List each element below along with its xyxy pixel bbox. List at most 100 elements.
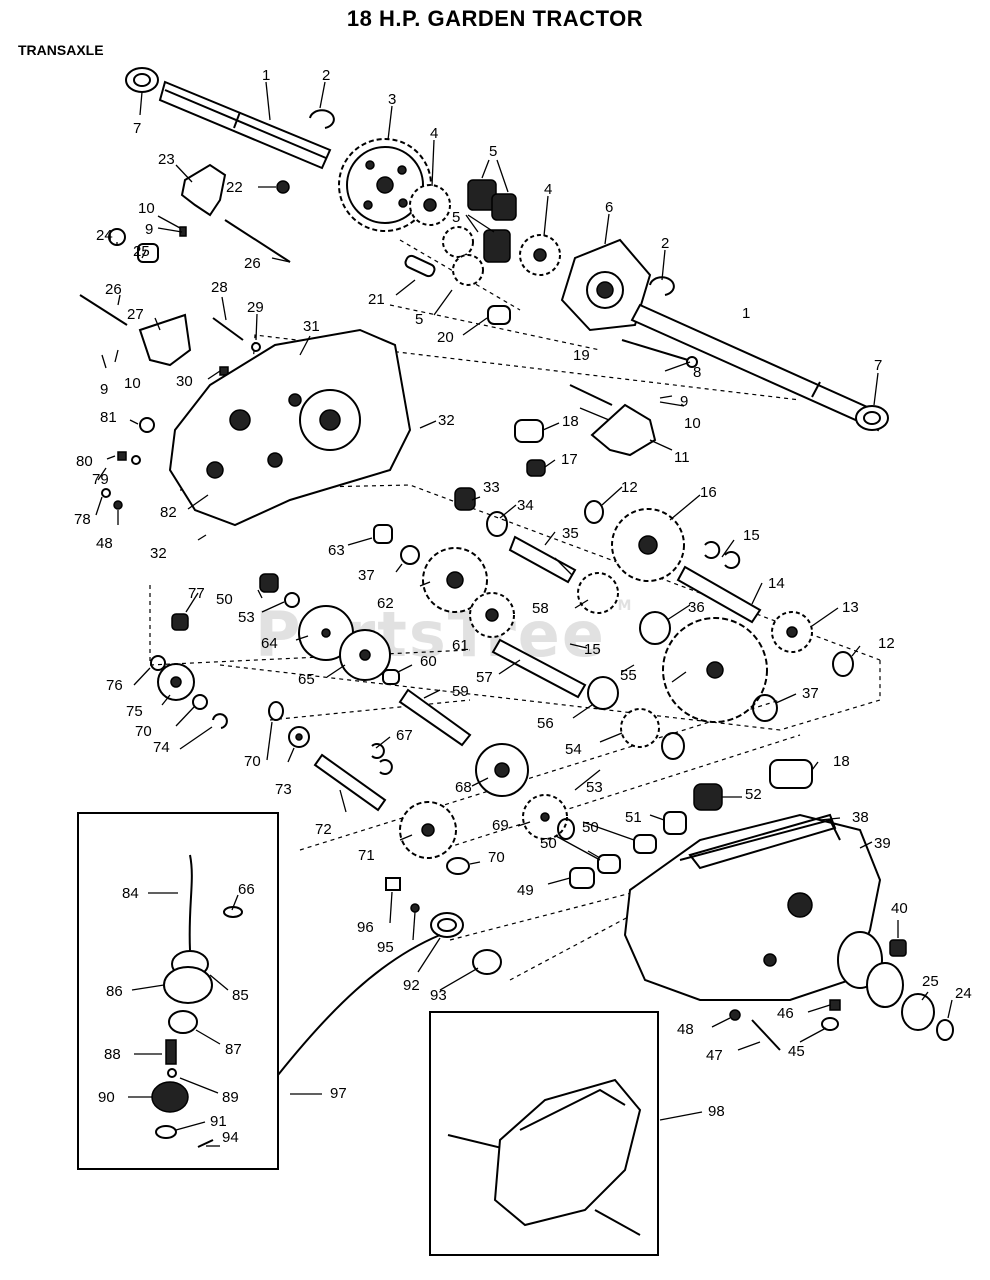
part-49-bushing <box>569 867 595 889</box>
callout-94: 94 <box>222 1129 239 1146</box>
callout-51: 51 <box>625 809 642 826</box>
part-callouts: 1 2 3 4 5 5 4 6 2 1 7 7 8 23 22 10 9 24 … <box>74 67 972 1146</box>
part-14-shaft <box>676 565 762 624</box>
callout-71: 71 <box>358 847 375 864</box>
inset-97-shifter-assembly <box>77 812 441 1170</box>
callout-52: 52 <box>745 786 762 803</box>
callout-33: 33 <box>483 479 500 496</box>
callout-23: 23 <box>158 151 175 168</box>
callout-73: 73 <box>275 781 292 798</box>
callout-11: 11 <box>674 449 690 466</box>
callout-58: 58 <box>532 600 549 617</box>
callout-67: 67 <box>396 727 413 744</box>
part-56-bushing <box>587 676 619 710</box>
callout-6: 6 <box>605 199 613 216</box>
callout-37: 37 <box>802 685 819 702</box>
callout-13: 13 <box>842 599 859 616</box>
callout-37: 37 <box>358 567 375 584</box>
callout-2: 2 <box>322 67 330 84</box>
callout-24: 24 <box>955 985 972 1002</box>
part-60-bushing <box>382 669 400 685</box>
part-36-bushing <box>639 611 671 645</box>
part-1-axle-right <box>630 303 887 432</box>
callout-40: 40 <box>891 900 908 917</box>
callout-88: 88 <box>104 1046 121 1063</box>
callout-57: 57 <box>476 669 493 686</box>
callout-12: 12 <box>621 479 638 496</box>
part-8-bolt <box>621 339 698 368</box>
part-12-washer-lower <box>832 651 854 677</box>
callout-45: 45 <box>788 1043 805 1060</box>
part-26-rod-lower <box>79 294 128 326</box>
callout-84: 84 <box>122 885 139 902</box>
callout-47: 47 <box>706 1047 723 1064</box>
part-55-large-gear <box>662 617 768 723</box>
part-48-dowel <box>113 500 123 510</box>
callout-49: 49 <box>517 882 534 899</box>
part-59-shaft <box>398 688 472 747</box>
callout-26: 26 <box>105 281 122 298</box>
callout-92: 92 <box>403 977 420 994</box>
callout-5: 5 <box>452 209 460 226</box>
callout-81: 81 <box>100 409 117 426</box>
part-2-ring-right <box>649 276 675 296</box>
part-21-pin <box>404 254 436 278</box>
part-4-gear-upper <box>409 184 451 226</box>
callout-3: 3 <box>388 91 396 108</box>
callout-77: 77 <box>188 585 205 602</box>
callout-31: 31 <box>303 318 320 335</box>
callout-50: 50 <box>540 835 557 852</box>
callout-7: 7 <box>133 120 141 137</box>
part-6-hub-flange <box>560 238 652 332</box>
part-4-gear-lower <box>519 234 561 276</box>
callout-50: 50 <box>582 819 599 836</box>
callout-30: 30 <box>176 373 193 390</box>
part-74-ring <box>212 713 228 729</box>
part-15-rings <box>704 541 741 569</box>
callout-17: 17 <box>561 451 578 468</box>
part-37-washer-upper <box>400 545 420 565</box>
part-37-washer-lower <box>752 694 778 722</box>
part-34-washer <box>486 511 508 537</box>
callout-8: 8 <box>693 364 701 381</box>
callout-66: 66 <box>238 881 255 898</box>
callout-18: 18 <box>562 413 579 430</box>
part-25-bushing-right <box>901 993 935 1031</box>
callout-5: 5 <box>489 143 497 160</box>
part-24-ring-right <box>936 1019 954 1041</box>
inset-98-assembled-transaxle <box>429 1011 659 1256</box>
part-20-bushing <box>487 305 511 325</box>
part-2-retaining-ring <box>309 109 335 129</box>
part-26-rod-upper <box>224 219 291 263</box>
callout-4: 4 <box>430 125 438 142</box>
callout-9: 9 <box>145 221 153 238</box>
callout-12: 12 <box>878 635 895 652</box>
callout-74: 74 <box>153 739 170 756</box>
callout-27: 27 <box>127 306 144 323</box>
callout-16: 16 <box>700 484 717 501</box>
part-25-bushing <box>137 243 159 263</box>
callout-63: 63 <box>328 542 345 559</box>
callout-24: 24 <box>96 227 113 244</box>
callout-93: 93 <box>430 987 447 1004</box>
callout-50: 50 <box>216 591 233 608</box>
part-72-shaft <box>313 753 387 812</box>
part-38-gasket <box>688 813 837 870</box>
part-16-gear <box>611 508 685 582</box>
part-70-washer-b <box>268 701 284 721</box>
part-93-ring <box>472 949 502 975</box>
part-17-bushing <box>526 459 546 477</box>
callout-70: 70 <box>244 753 261 770</box>
section-label: TRANSAXLE <box>18 42 104 58</box>
callout-95: 95 <box>377 939 394 956</box>
callout-25: 25 <box>922 973 939 990</box>
callout-89: 89 <box>222 1089 239 1106</box>
part-45-ring <box>821 1017 839 1031</box>
callout-15: 15 <box>584 641 601 658</box>
callout-26: 26 <box>244 255 261 272</box>
part-22-ball <box>276 180 290 194</box>
callout-25: 25 <box>133 243 150 260</box>
callout-62: 62 <box>377 595 394 612</box>
assembly-guide-lines <box>149 239 881 981</box>
callout-80: 80 <box>76 453 93 470</box>
